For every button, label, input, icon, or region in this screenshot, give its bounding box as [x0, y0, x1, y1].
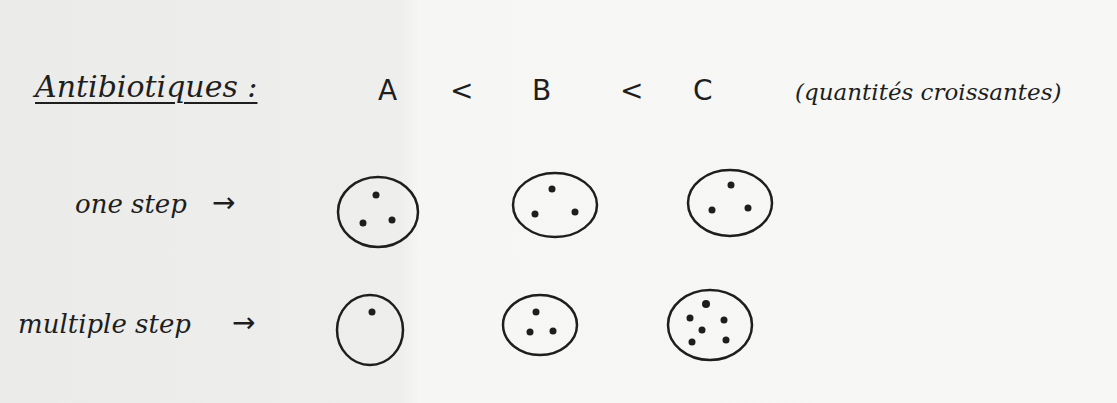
- petri-dish: [513, 173, 597, 237]
- petri-dish: [337, 295, 403, 365]
- colony-dot: [702, 300, 710, 308]
- row-label: one step: [75, 190, 187, 219]
- colony-dot: [533, 309, 540, 316]
- colony-dot: [549, 186, 556, 193]
- colony-dot: [373, 192, 380, 199]
- antibiotic-name: B: [532, 76, 551, 107]
- colony-dot: [689, 339, 696, 346]
- note-label: (quantités croissantes): [795, 80, 1061, 105]
- colony-dot: [360, 220, 367, 227]
- antibiotic-name: C: [693, 76, 713, 107]
- comparison-sign: <: [620, 76, 643, 107]
- colony-dot: [527, 329, 534, 336]
- colony-dot: [728, 182, 735, 189]
- colony-dot: [572, 209, 579, 216]
- colony-dot: [721, 317, 728, 324]
- heading-label: Antibiotiques :: [35, 70, 257, 103]
- colony-dot: [723, 337, 730, 344]
- colony-dot: [745, 205, 752, 212]
- colony-dot: [699, 327, 706, 334]
- row-label: multiple step: [18, 310, 191, 339]
- colony-dot: [709, 207, 716, 214]
- colony-dot: [389, 217, 396, 224]
- colony-dot: [369, 309, 376, 316]
- petri-dish: [688, 170, 772, 236]
- row-arrow: →: [232, 308, 255, 339]
- antibiotic-name: A: [378, 76, 397, 107]
- row-arrow: →: [212, 188, 235, 219]
- colony-dot: [550, 328, 557, 335]
- petri-dish: [503, 295, 577, 355]
- colony-dot: [532, 211, 539, 218]
- comparison-sign: <: [450, 76, 473, 107]
- colony-dot: [687, 315, 694, 322]
- petri-dish: [668, 290, 752, 360]
- petri-dish: [338, 177, 418, 247]
